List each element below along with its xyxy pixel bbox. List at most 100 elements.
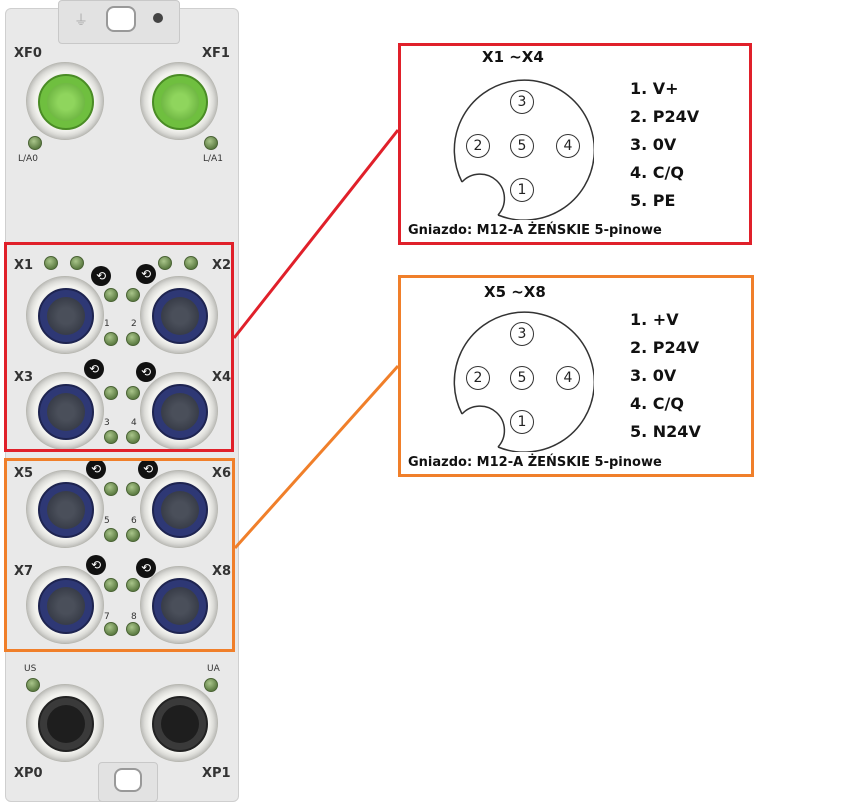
channel-led [126, 622, 140, 636]
channel-number-1: 1 [104, 319, 110, 329]
ground-symbol-icon: ⏚ [74, 13, 88, 29]
port-label-x6: X6 [212, 466, 232, 481]
pin-2: 2 [466, 366, 490, 390]
port-x5[interactable] [26, 470, 104, 548]
pin-5: 5 [510, 366, 534, 390]
port-x7[interactable] [26, 566, 104, 644]
channel-led [104, 288, 118, 302]
port-label-xf1: XF1 [202, 46, 230, 61]
port-label-xf0: XF0 [14, 46, 42, 61]
channel-led [126, 578, 140, 592]
pin-desc: 1. +V [630, 310, 679, 329]
led-la0 [28, 136, 42, 150]
pin-desc: 1. V+ [630, 79, 679, 98]
channel-number-3: 3 [104, 418, 110, 428]
pin-desc: 5. N24V [630, 422, 701, 441]
port-xp1[interactable] [140, 684, 218, 762]
led-label-la0: L/A0 [18, 154, 38, 164]
port-label-x8: X8 [212, 564, 232, 579]
pin-desc: 2. P24V [630, 338, 700, 357]
pin-desc: 4. C/Q [630, 394, 684, 413]
led-x2-a [158, 256, 172, 270]
channel-number-7: 7 [104, 612, 110, 622]
pin-desc: 3. 0V [630, 135, 677, 154]
port-label-xp0: XP0 [14, 766, 43, 781]
channel-number-6: 6 [131, 516, 137, 526]
io-link-icon: ⟲ [136, 362, 156, 382]
pin-5: 5 [510, 134, 534, 158]
led-x1-b [70, 256, 84, 270]
channel-number-5: 5 [104, 516, 110, 526]
channel-led [104, 386, 118, 400]
io-link-icon: ⟲ [86, 555, 106, 575]
io-link-icon: ⟲ [138, 459, 158, 479]
pin-desc: 4. C/Q [630, 163, 684, 182]
channel-led [104, 482, 118, 496]
port-label-x5: X5 [14, 466, 34, 481]
port-x4[interactable] [140, 372, 218, 450]
channel-led [126, 482, 140, 496]
io-link-icon: ⟲ [136, 264, 156, 284]
callout-line-orange [233, 364, 400, 550]
channel-led [104, 332, 118, 346]
led-x1-a [44, 256, 58, 270]
port-label-x2: X2 [212, 258, 232, 273]
top-mounting-hole [106, 6, 136, 32]
led-ua [204, 678, 218, 692]
pin-desc: 5. PE [630, 191, 676, 210]
io-link-icon: ⟲ [91, 266, 111, 286]
io-link-icon: ⟲ [136, 558, 156, 578]
channel-led [126, 332, 140, 346]
pin-4: 4 [556, 366, 580, 390]
pin-2: 2 [466, 134, 490, 158]
led-x2-b [184, 256, 198, 270]
pinout-list-x5-x8: 1. +V 2. P24V 3. 0V 4. C/Q 5. N24V [630, 306, 701, 446]
port-x6[interactable] [140, 470, 218, 548]
channel-number-2: 2 [131, 319, 137, 329]
highlight-group-x1-x4 [4, 242, 234, 452]
pinout-footer-x5-x8: Gniazdo: M12-A ŻEŃSKIE 5-pinowe [408, 455, 662, 470]
port-label-x4: X4 [212, 370, 232, 385]
pinout-title-x5-x8: X5 ~X8 [484, 283, 546, 301]
channel-led [126, 386, 140, 400]
port-label-x1: X1 [14, 258, 34, 273]
port-x1[interactable] [26, 276, 104, 354]
led-la1 [204, 136, 218, 150]
io-link-icon: ⟲ [84, 359, 104, 379]
led-label-us: US [24, 664, 37, 674]
channel-led [104, 578, 118, 592]
connector-face-x5-x8 [453, 311, 594, 452]
pinout-footer-x1-x4: Gniazdo: M12-A ŻEŃSKIE 5-pinowe [408, 223, 662, 238]
channel-led [126, 528, 140, 542]
bottom-mounting-hole [114, 768, 142, 792]
channel-led [104, 622, 118, 636]
led-label-ua: UA [207, 664, 220, 674]
led-us [26, 678, 40, 692]
port-label-x7: X7 [14, 564, 34, 579]
port-x8[interactable] [140, 566, 218, 644]
port-x2[interactable] [140, 276, 218, 354]
pin-1: 1 [510, 178, 534, 202]
connector-face-x1-x4 [453, 79, 594, 220]
pinout-title-x1-x4: X1 ~X4 [482, 48, 544, 66]
channel-led [104, 430, 118, 444]
pin-3: 3 [510, 322, 534, 346]
port-label-x3: X3 [14, 370, 34, 385]
channel-led [126, 288, 140, 302]
port-label-xp1: XP1 [202, 766, 231, 781]
port-xf1[interactable] [140, 62, 218, 140]
channel-led [126, 430, 140, 444]
port-xp0[interactable] [26, 684, 104, 762]
channel-number-8: 8 [131, 612, 137, 622]
pin-1: 1 [510, 410, 534, 434]
port-xf0[interactable] [26, 62, 104, 140]
highlight-group-x5-x8 [4, 458, 235, 652]
pin-desc: 2. P24V [630, 107, 700, 126]
pin-desc: 3. 0V [630, 366, 677, 385]
pin-4: 4 [556, 134, 580, 158]
port-x3[interactable] [26, 372, 104, 450]
screw-icon [153, 13, 163, 23]
callout-line-red [232, 129, 400, 339]
pinout-list-x1-x4: 1. V+ 2. P24V 3. 0V 4. C/Q 5. PE [630, 75, 699, 215]
channel-led [104, 528, 118, 542]
